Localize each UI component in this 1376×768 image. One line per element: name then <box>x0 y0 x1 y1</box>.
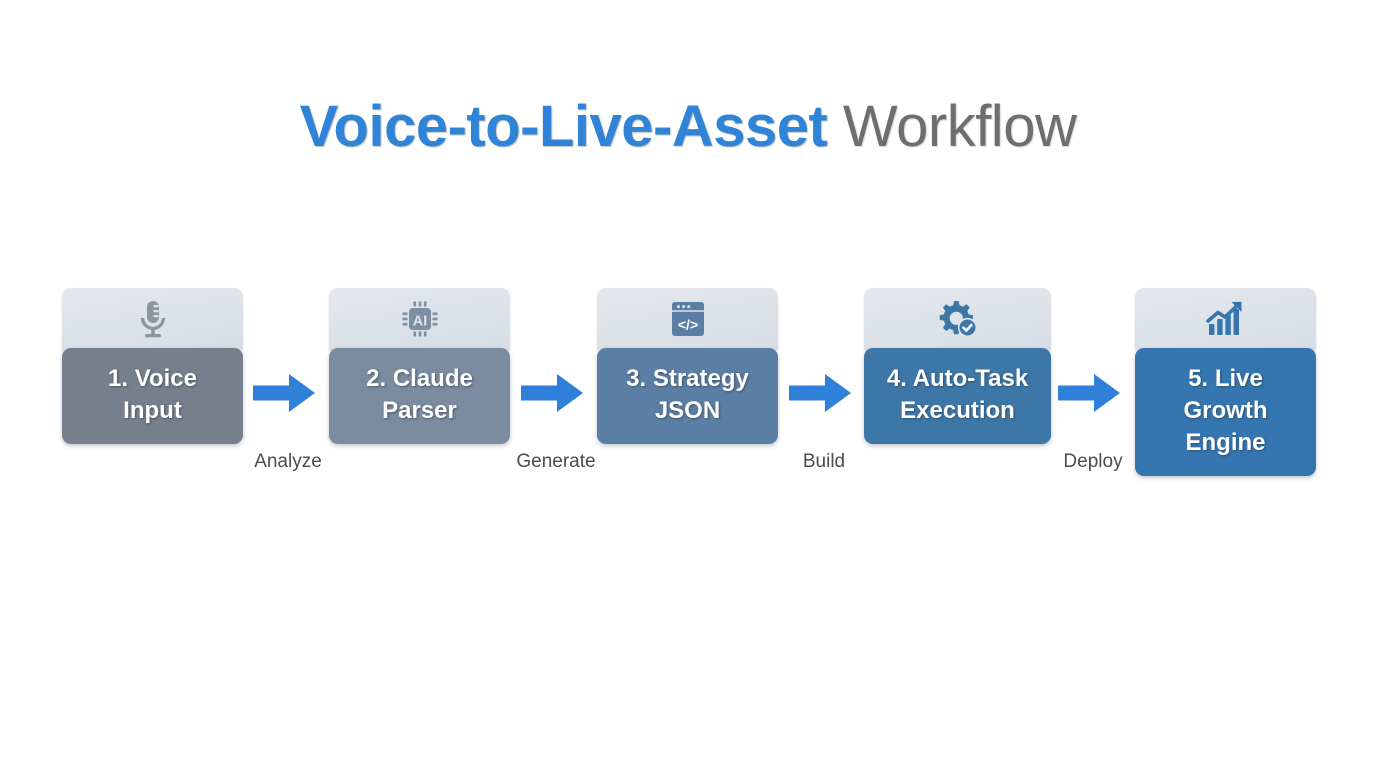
arrow-right-icon <box>789 372 851 414</box>
workflow-step-3-body: 3. Strategy JSON <box>597 348 778 444</box>
svg-text:AI: AI <box>412 313 427 329</box>
workflow-connector-2 <box>521 372 583 414</box>
workflow-connector-3 <box>789 372 851 414</box>
workflow-step-4-body: 4. Auto-Task Execution <box>864 348 1051 444</box>
page-title-rest: Workflow <box>827 94 1077 159</box>
workflow-step-5[interactable]: 5. Live Growth Engine <box>1135 288 1316 476</box>
workflow-connector-1 <box>253 372 315 414</box>
workflow-step-2[interactable]: AI 2. Claude Parser <box>329 288 510 444</box>
arrow-right-icon <box>253 372 315 414</box>
workflow-connector-2-label: Generate <box>516 451 596 472</box>
workflow-step-1-icon-panel <box>62 288 243 350</box>
workflow-step-4-icon-panel <box>864 288 1051 350</box>
workflow-step-4-label: 4. Auto-Task Execution <box>886 365 1029 424</box>
arrow-right-icon <box>521 372 583 414</box>
workflow-step-5-body: 5. Live Growth Engine <box>1135 348 1316 476</box>
workflow-connector-4 <box>1058 372 1120 414</box>
svg-text:</>: </> <box>677 317 697 333</box>
workflow-step-2-icon-panel: AI <box>329 288 510 350</box>
workflow-step-1-label: 1. Voice Input <box>108 365 197 424</box>
workflow-step-3-icon-panel: </> <box>597 288 778 350</box>
code-window-icon: </> <box>666 299 710 339</box>
workflow-step-4[interactable]: 4. Auto-Task Execution <box>864 288 1051 444</box>
workflow-step-2-body: 2. Claude Parser <box>329 348 510 444</box>
workflow-step-3[interactable]: </> 3. Strategy JSON <box>597 288 778 444</box>
workflow-step-5-icon-panel <box>1135 288 1316 350</box>
page-title-accent: Voice-to-Live-Asset <box>299 94 828 159</box>
workflow-step-2-label: 2. Claude Parser <box>366 365 473 424</box>
workflow-step-3-label: 3. Strategy JSON <box>626 365 749 424</box>
workflow-connector-1-label: Analyze <box>254 451 322 472</box>
workflow-connector-3-label: Build <box>802 451 846 472</box>
workflow-diagram: 1. Voice Input <box>62 288 1316 488</box>
page-title: Voice-to-Live-Asset Workflow <box>0 92 1376 162</box>
workflow-step-1[interactable]: 1. Voice Input <box>62 288 243 444</box>
workflow-step-1-body: 1. Voice Input <box>62 348 243 444</box>
arrow-right-icon <box>1058 372 1120 414</box>
gear-check-icon <box>935 298 981 340</box>
growth-chart-icon <box>1203 298 1249 340</box>
microphone-icon <box>133 298 173 340</box>
workflow-step-5-label: 5. Live Growth Engine <box>1183 365 1268 456</box>
workflow-connector-4-label: Deploy <box>1063 451 1123 472</box>
ai-chip-icon: AI <box>398 297 442 341</box>
